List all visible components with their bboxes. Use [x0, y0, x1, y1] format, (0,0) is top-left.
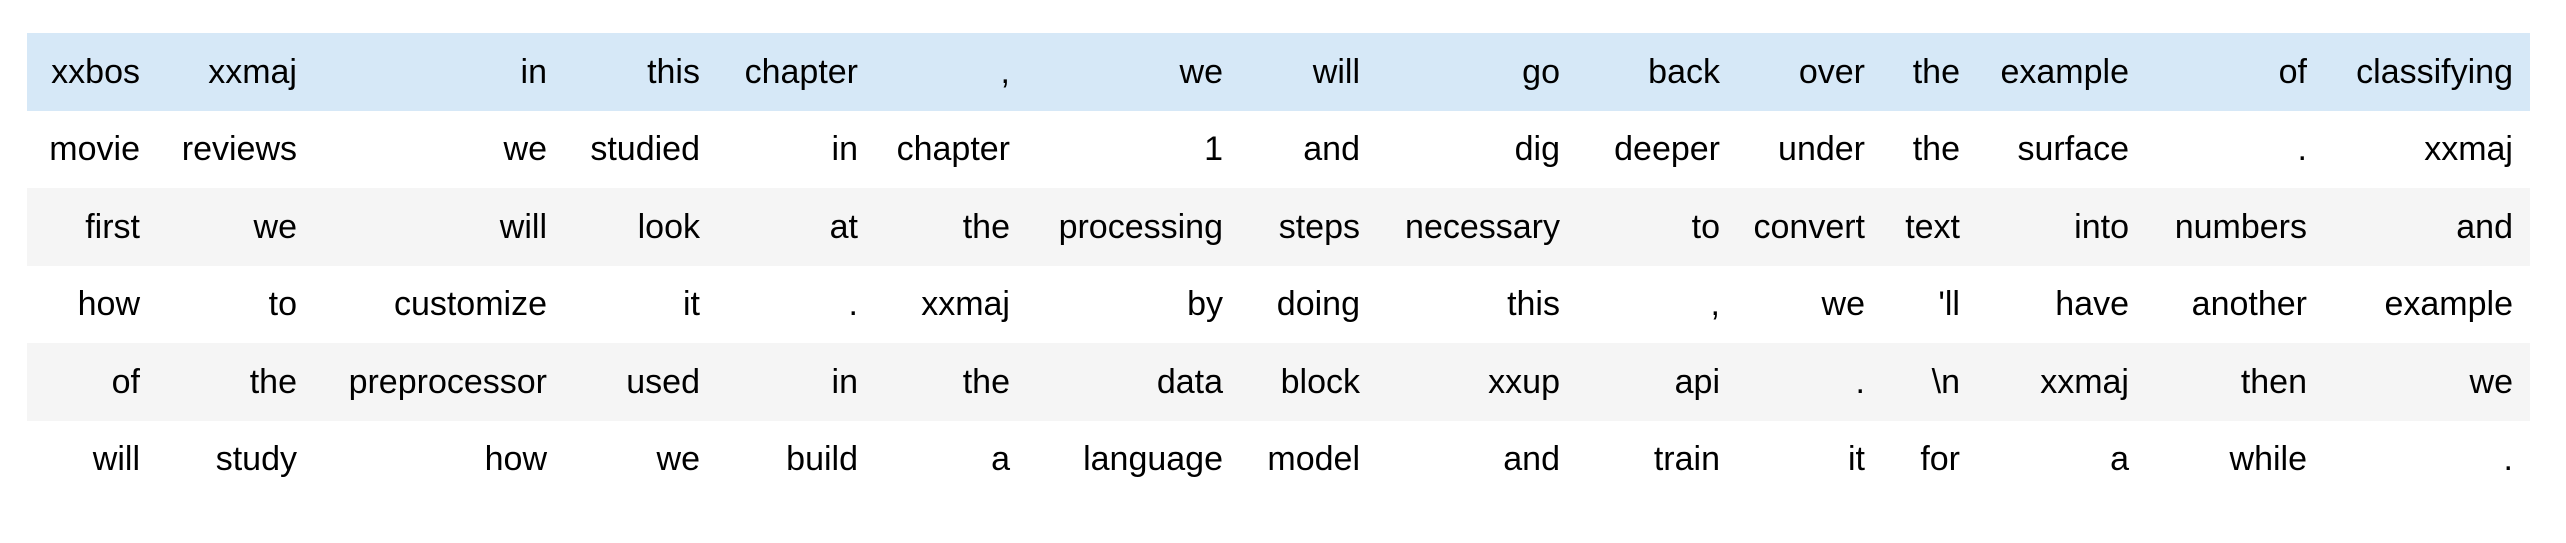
token-row: will study how we build a language model and trai…: [27, 421, 2530, 499]
token-cell: a: [2110, 440, 2129, 479]
token-cell: we: [503, 130, 547, 169]
token-cell: convert: [1737, 188, 1882, 266]
token-cell: while: [2229, 440, 2307, 479]
token-cell: by: [1187, 285, 1223, 324]
token-cell: studied: [590, 130, 700, 169]
token-cell: used: [564, 343, 717, 421]
token-cell: and: [1503, 440, 1560, 479]
token-cell: go: [1377, 33, 1577, 111]
token-cell: we: [2324, 343, 2530, 421]
token-cell: xxbos: [27, 33, 157, 111]
token-cell: how: [484, 440, 547, 479]
token-cell: numbers: [2146, 188, 2324, 266]
token-cell: 1: [1204, 130, 1223, 169]
token-cell: for: [1920, 440, 1960, 479]
token-cell: we: [1821, 285, 1865, 324]
token-cell: of: [2146, 33, 2324, 111]
token-cell: then: [2146, 343, 2324, 421]
token-cell: block: [1240, 343, 1377, 421]
token-cell: chapter: [896, 130, 1010, 169]
token-cell: look: [564, 188, 717, 266]
token-cell: customize: [393, 285, 547, 324]
token-cell: doing: [1276, 285, 1360, 324]
token-cell: to: [1577, 188, 1737, 266]
token-cell: of: [27, 343, 157, 421]
token-cell: to: [268, 285, 297, 324]
token-cell: xxmaj: [2424, 130, 2513, 169]
token-row: movie reviews we studied in chapter 1 and dig dee…: [27, 111, 2530, 189]
token-cell: xxmaj: [1977, 343, 2146, 421]
token-cell: back: [1577, 33, 1737, 111]
token-cell: classifying: [2324, 33, 2530, 111]
token-cell: model: [1267, 440, 1360, 479]
token-cell: chapter: [717, 33, 875, 111]
token-cell: a: [991, 440, 1010, 479]
token-cell: .: [848, 285, 858, 324]
token-cell: over: [1737, 33, 1882, 111]
token-cell: it: [683, 285, 700, 324]
token-cell: ,: [875, 33, 1027, 111]
token-cell: this: [1507, 285, 1560, 324]
token-cell: .: [2503, 440, 2513, 479]
token-cell: reviews: [181, 130, 297, 169]
token-cell: have: [2055, 285, 2129, 324]
token-cell: data: [1027, 343, 1240, 421]
token-cell: deeper: [1614, 130, 1720, 169]
token-cell: xxmaj: [157, 33, 314, 111]
token-cell: preprocessor: [314, 343, 564, 421]
token-cell: will: [1240, 33, 1377, 111]
token-cell: another: [2191, 285, 2307, 324]
token-cell: build: [786, 440, 858, 479]
token-cell: the: [875, 188, 1027, 266]
token-cell: api: [1577, 343, 1737, 421]
token-cell: will: [314, 188, 564, 266]
token-cell: we: [157, 188, 314, 266]
token-cell: surface: [2017, 130, 2130, 169]
token-cell: the: [1882, 33, 1977, 111]
token-cell: example: [2384, 285, 2513, 324]
token-cell: how: [77, 285, 140, 324]
token-cell: .: [1737, 343, 1882, 421]
token-cell: study: [215, 440, 297, 479]
token-cell: first: [27, 188, 157, 266]
token-cell: 'll: [1938, 285, 1960, 324]
token-cell: \n: [1882, 343, 1977, 421]
token-cell: dig: [1514, 130, 1560, 169]
token-cell: into: [1977, 188, 2146, 266]
token-cell: movie: [49, 130, 140, 169]
token-cell: the: [157, 343, 314, 421]
token-cell: in: [717, 343, 875, 421]
token-cell: and: [1303, 130, 1360, 169]
token-row: how to customize it. xxmaj by doing this, we 'll h…: [27, 266, 2530, 344]
token-cell: we: [656, 440, 700, 479]
token-cell: this: [564, 33, 717, 111]
token-cell: train: [1653, 440, 1720, 479]
token-cell: and: [2324, 188, 2530, 266]
token-cell: the: [1912, 130, 1960, 169]
token-cell: text: [1882, 188, 1977, 266]
token-cell: it: [1848, 440, 1865, 479]
token-cell: will: [92, 440, 140, 479]
token-cell: xxmaj: [921, 285, 1010, 324]
token-cell: processing: [1027, 188, 1240, 266]
token-cell: .: [2297, 130, 2307, 169]
token-cell: in: [314, 33, 564, 111]
token-cell: we: [1027, 33, 1240, 111]
token-cell: xxup: [1377, 343, 1577, 421]
token-cell: under: [1778, 130, 1865, 169]
token-cell: necessary: [1377, 188, 1577, 266]
token-cell: the: [875, 343, 1027, 421]
token-cell: ,: [1710, 285, 1720, 324]
token-cell: steps: [1240, 188, 1377, 266]
token-cell: at: [717, 188, 875, 266]
token-cell: in: [831, 130, 858, 169]
token-cell: language: [1083, 440, 1223, 479]
token-cell: example: [1977, 33, 2146, 111]
